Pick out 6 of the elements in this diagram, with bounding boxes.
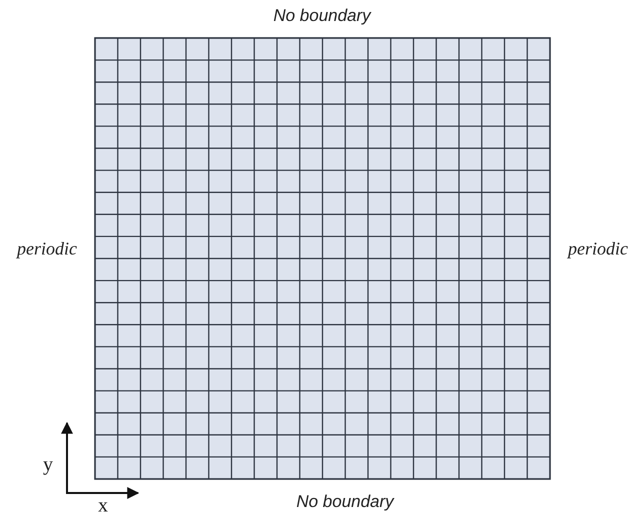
- axis-label: y: [43, 454, 53, 476]
- boundary-label: No boundary: [296, 492, 394, 512]
- boundary-label: No boundary: [273, 6, 371, 26]
- axis-label: x: [98, 494, 108, 517]
- boundary-label: periodic: [568, 238, 628, 260]
- boundary-label: periodic: [17, 238, 77, 260]
